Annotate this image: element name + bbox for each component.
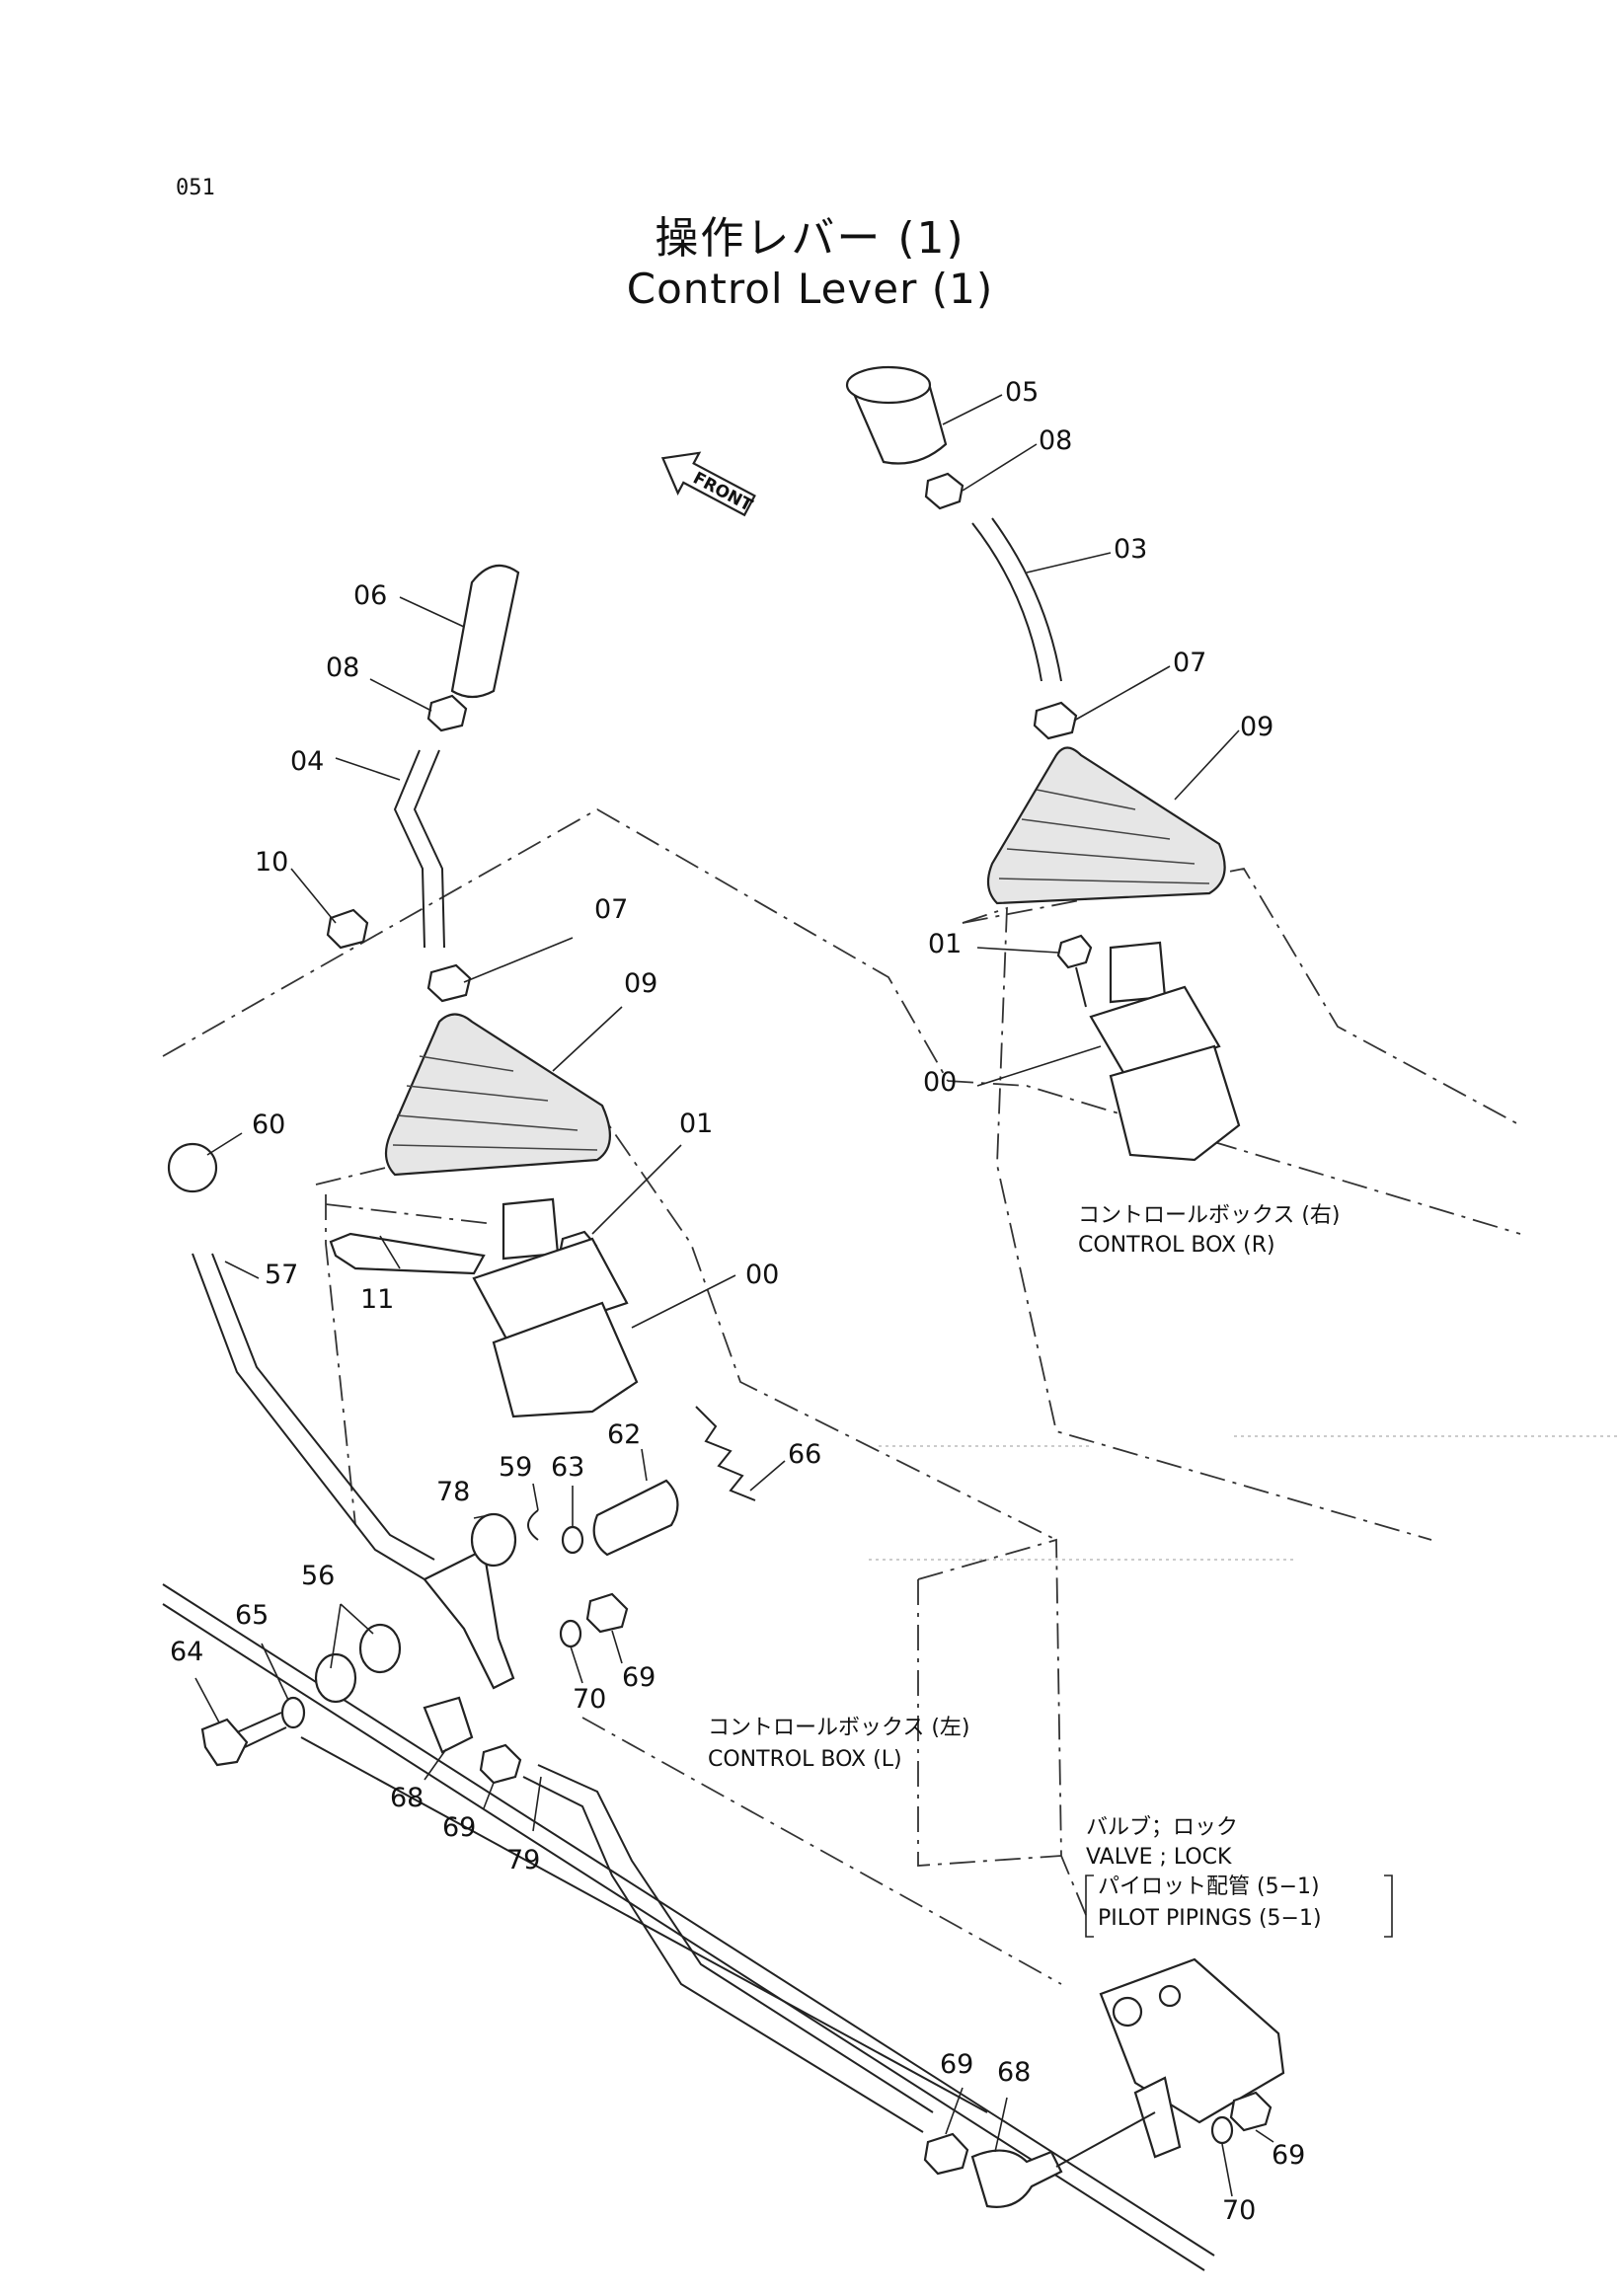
label-70-left: 70 <box>573 1684 606 1715</box>
caption-valve-en: VALVE ; LOCK <box>1086 1845 1232 1870</box>
label-57: 57 <box>265 1260 298 1290</box>
label-64: 64 <box>170 1637 203 1667</box>
caption-pilot-jp: パイロット配管 (5−1) <box>1098 1875 1320 1899</box>
page-title-english: Control Lever (1) <box>626 265 994 313</box>
label-59: 59 <box>499 1452 532 1483</box>
bracket-left <box>1085 1875 1094 1938</box>
boot-09-left <box>384 1013 611 1177</box>
lock-10 <box>326 908 369 950</box>
nut-69-bottom <box>923 2132 969 2176</box>
caption-box-left-jp: コントロールボックス (左) <box>708 1716 970 1740</box>
rod-57 <box>192 1253 425 1580</box>
nut-69-valve <box>1229 2091 1273 2132</box>
nut-69-left <box>585 1592 629 1634</box>
label-68-left: 68 <box>390 1783 424 1813</box>
label-07-left: 07 <box>594 894 628 925</box>
label-70-valve: 70 <box>1222 2195 1256 2226</box>
label-63: 63 <box>551 1452 584 1483</box>
spring-66 <box>695 1406 756 1501</box>
label-08-left: 08 <box>326 652 359 683</box>
label-68-bottom: 68 <box>997 2057 1031 2088</box>
label-69-mid: 69 <box>442 1812 476 1843</box>
label-09-right: 09 <box>1240 712 1273 742</box>
pipe-79 <box>522 1776 924 2133</box>
link-plate <box>423 1548 515 1690</box>
leader-lines <box>194 394 1274 2197</box>
label-05: 05 <box>1005 377 1039 408</box>
caption-box-left-en: CONTROL BOX (L) <box>708 1747 902 1772</box>
pilot-valve-00-right <box>1109 941 1167 1004</box>
label-03: 03 <box>1114 534 1147 565</box>
label-69-bottom: 69 <box>940 2049 973 2080</box>
label-09-left: 09 <box>624 968 657 999</box>
label-00-left: 00 <box>745 1260 779 1290</box>
caption-box-right-jp: コントロールボックス (右) <box>1078 1203 1341 1228</box>
label-62: 62 <box>607 1419 641 1450</box>
bushing-56-b <box>314 1652 357 1704</box>
left-lever-assembly <box>167 564 934 2133</box>
label-78: 78 <box>436 1477 470 1507</box>
label-69-valve: 69 <box>1272 2140 1305 2171</box>
label-01-right: 01 <box>928 929 962 959</box>
nut-07-right <box>1033 701 1078 740</box>
bushing-56-a <box>358 1623 402 1674</box>
page-title-japanese: 操作レバー (1) <box>655 213 965 264</box>
collar-78 <box>470 1512 517 1568</box>
label-00-right: 00 <box>923 1067 957 1098</box>
front-arrow: FRONT <box>660 451 756 517</box>
nut-08-left <box>426 694 468 732</box>
label-04: 04 <box>290 746 324 777</box>
clip-59 <box>527 1509 539 1541</box>
bolt-01-right <box>1056 934 1093 969</box>
nut-69-mid <box>479 1743 522 1785</box>
washer-70-valve <box>1210 2115 1234 2145</box>
pin-62 <box>592 1479 679 1557</box>
label-06: 06 <box>353 580 387 611</box>
washer-65 <box>280 1696 306 1729</box>
knob-06 <box>450 564 520 699</box>
pilot-valve-00-left <box>501 1197 560 1261</box>
elbow-68-left <box>423 1696 474 1754</box>
washer-63 <box>561 1525 584 1555</box>
nut-07-left <box>426 963 472 1003</box>
label-79: 79 <box>506 1845 540 1875</box>
ball-60 <box>167 1142 218 1193</box>
elbow-68-bottom <box>970 2149 1063 2208</box>
label-69-left: 69 <box>622 1662 656 1693</box>
bracket-11 <box>329 1232 486 1275</box>
caption-valve-jp: バルブ；ロック <box>1086 1815 1238 1840</box>
label-07-right: 07 <box>1173 648 1206 678</box>
lever-04 <box>393 749 425 949</box>
lever-03 <box>971 522 1042 682</box>
label-01-left: 01 <box>679 1109 713 1139</box>
captions: コントロールボックス (右) CONTROL BOX (R) コントロールボック… <box>708 1203 1393 1938</box>
right-lever-assembly <box>845 365 1241 1162</box>
label-66: 66 <box>788 1439 821 1470</box>
label-56: 56 <box>301 1561 335 1591</box>
bolt-64 <box>200 1718 249 1767</box>
boot-09-right <box>986 746 1226 905</box>
washer-70-left <box>559 1619 582 1648</box>
lock-valve-assembly <box>923 1957 1285 2208</box>
nut-08-right <box>924 472 964 510</box>
caption-pilot-en: PILOT PIPINGS (5−1) <box>1098 1906 1322 1931</box>
part-labels: 05 08 03 07 09 01 00 06 08 04 10 07 09 0… <box>170 377 1305 2226</box>
caption-box-right-en: CONTROL BOX (R) <box>1078 1233 1275 1258</box>
bracket-right <box>1384 1875 1393 1938</box>
control-box-outlines <box>162 807 1620 1985</box>
label-65: 65 <box>235 1600 269 1631</box>
page-number: 051 <box>176 176 215 200</box>
lock-valve-body <box>1099 1957 1285 2124</box>
label-08-right: 08 <box>1039 425 1072 456</box>
label-60: 60 <box>252 1110 285 1140</box>
label-10: 10 <box>255 847 288 878</box>
label-11: 11 <box>360 1284 394 1315</box>
